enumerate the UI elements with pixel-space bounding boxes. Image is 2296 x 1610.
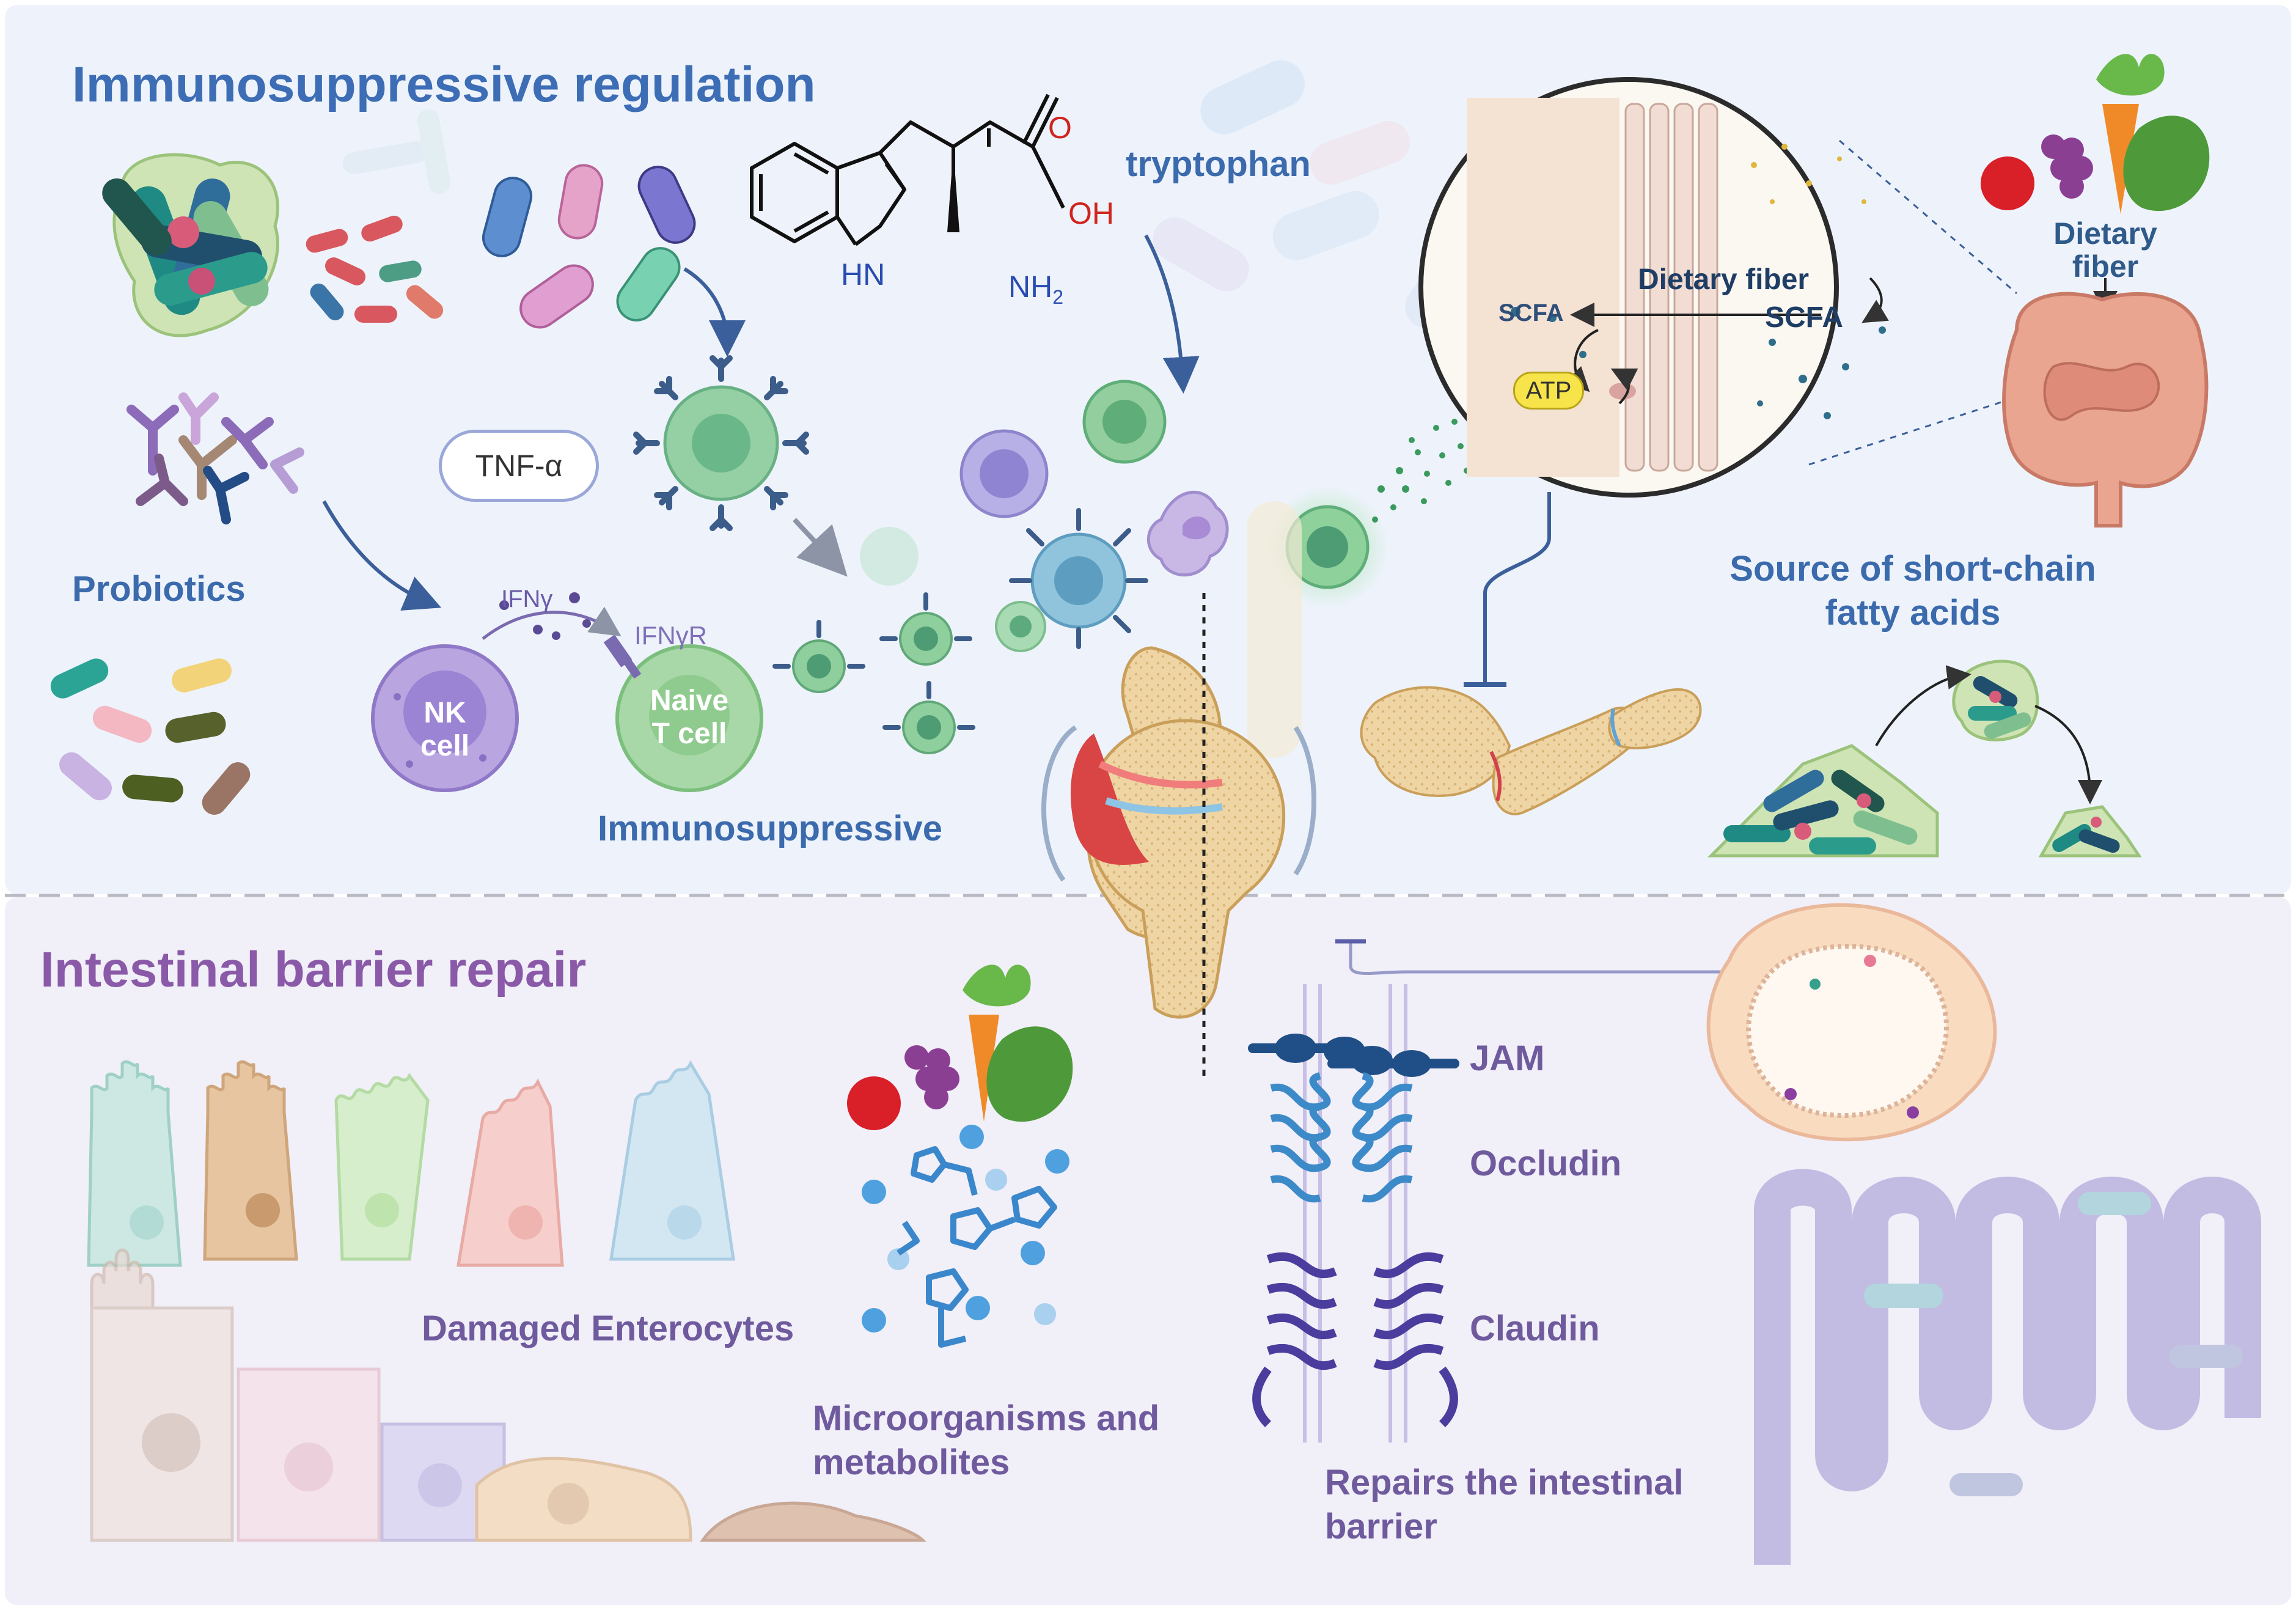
atp-badge: ATP <box>1513 372 1584 410</box>
label-micro-line1: Microorganisms and <box>813 1399 1160 1438</box>
label-dietary-fiber-line2: fiber <box>2072 249 2139 284</box>
zoom-label-scfa-left: SCFA <box>1498 300 1564 326</box>
arrow-tryptophan <box>1144 234 1200 394</box>
label-damaged-enterocytes: Damaged Enterocytes <box>422 1309 794 1348</box>
label-jam: JAM <box>1470 1038 1545 1078</box>
nk-cell-icon <box>371 644 519 792</box>
secreted-particles-icon <box>1372 419 1470 523</box>
label-occludin: Occludin <box>1470 1144 1622 1183</box>
chem-nh-sub: 2 <box>1052 286 1064 308</box>
villi-icon <box>1754 1169 2261 1565</box>
label-claudin: Claudin <box>1470 1309 1600 1348</box>
zoom-line-bottom <box>1808 390 2036 466</box>
label-scfa-source: Source of short-chain fatty acids <box>1705 547 2121 635</box>
probiotic-cluster-icon <box>102 153 279 337</box>
rod-bacteria-icon <box>306 215 444 323</box>
t-cell-secreting-icon <box>1285 505 1370 589</box>
damaged-enterocytes-icon <box>87 1060 927 1542</box>
ifng-molecules-icon <box>499 592 591 640</box>
probiotic-bacteria-icon <box>50 658 251 815</box>
label-micro-line2: metabolites <box>813 1443 1010 1482</box>
b-cell-icon <box>633 355 809 531</box>
flagellated-bacteria-icon <box>482 164 696 329</box>
nk-cell-label: NK cell <box>408 697 482 763</box>
label-repairs-line1: Repairs the intestinal <box>1325 1463 1684 1502</box>
label-dietary-fiber-line1: Dietary <box>2053 216 2157 251</box>
zoom-line-top <box>1839 139 2017 295</box>
label-ifngr: IFNγR <box>634 621 707 650</box>
chem-nh: NH <box>1008 270 1053 304</box>
label-ifng: IFNγ <box>501 586 553 612</box>
chem-hn: HN <box>841 257 886 292</box>
nk-cell-label-line2: cell <box>420 730 470 762</box>
scfa-bacteria-pile-icon <box>1707 660 2142 858</box>
nk-cell-label-line1: NK <box>424 697 466 729</box>
intestine-icon <box>2002 292 2209 527</box>
ifng-receptor-icon <box>603 634 642 679</box>
naive-t-cell-icon <box>615 644 763 792</box>
metabolites-icon <box>862 1125 1069 1348</box>
mitochondria-icon <box>1609 383 1636 400</box>
pile-arrow-2 <box>2034 705 2102 804</box>
arrow-to-nk-cell <box>322 500 442 611</box>
finger-joint-icon <box>1360 686 1702 815</box>
chem-nh2: NH2 <box>1008 269 1063 309</box>
naive-t-cell-label-line2: T cell <box>651 718 727 750</box>
tnf-alpha-pill: TNF-α <box>439 430 599 502</box>
wedge-bond <box>947 150 959 232</box>
naive-t-cell-label-line1: Naive <box>650 685 729 717</box>
tight-junction-icon <box>1248 984 1459 1443</box>
label-probiotics: Probiotics <box>72 569 246 609</box>
label-dietary-fiber: Dietary fiber <box>2035 217 2176 283</box>
intestinal-cross-section-icon <box>1706 903 1997 1142</box>
ifng-arrow <box>482 606 622 640</box>
immune-cell-group-icon <box>772 508 1148 754</box>
label-scfa-source-line2: fatty acids <box>1825 593 2001 633</box>
chem-oh: OH <box>1068 196 1114 230</box>
label-scfa-source-line1: Source of short-chain <box>1729 549 2096 589</box>
title-immunosuppressive-regulation: Immunosuppressive regulation <box>72 57 816 112</box>
fruit-vegetable-icon-2 <box>847 965 1073 1130</box>
fruit-vegetable-icon <box>1981 54 2210 214</box>
label-repairs-line2: barrier <box>1325 1507 1437 1546</box>
grey-arrow <box>793 518 848 577</box>
title-intestinal-barrier-repair: Intestinal barrier repair <box>40 942 587 998</box>
pile-arrow-1 <box>1875 665 1971 746</box>
zoom-label-scfa-right: SCFA <box>1765 301 1844 334</box>
label-repairs-barrier: Repairs the intestinal barrier <box>1325 1461 1684 1549</box>
knee-joint-icon <box>1041 501 1316 1019</box>
label-microorganisms: Microorganisms and metabolites <box>813 1397 1159 1485</box>
label-tryptophan: tryptophan <box>1126 144 1311 184</box>
naive-t-cell-label: Naive T cell <box>640 685 738 751</box>
arrow-to-immune-cell <box>683 267 746 357</box>
zoom-label-dietary-fiber: Dietary fiber <box>1638 263 1810 296</box>
chem-o: O <box>1048 111 1072 145</box>
label-immunosuppressive: Immunosuppressive <box>598 809 943 848</box>
antibody-cluster-icon <box>127 392 304 524</box>
inhibition-line <box>1483 492 1551 685</box>
lymphocyte-icon <box>959 380 1229 577</box>
